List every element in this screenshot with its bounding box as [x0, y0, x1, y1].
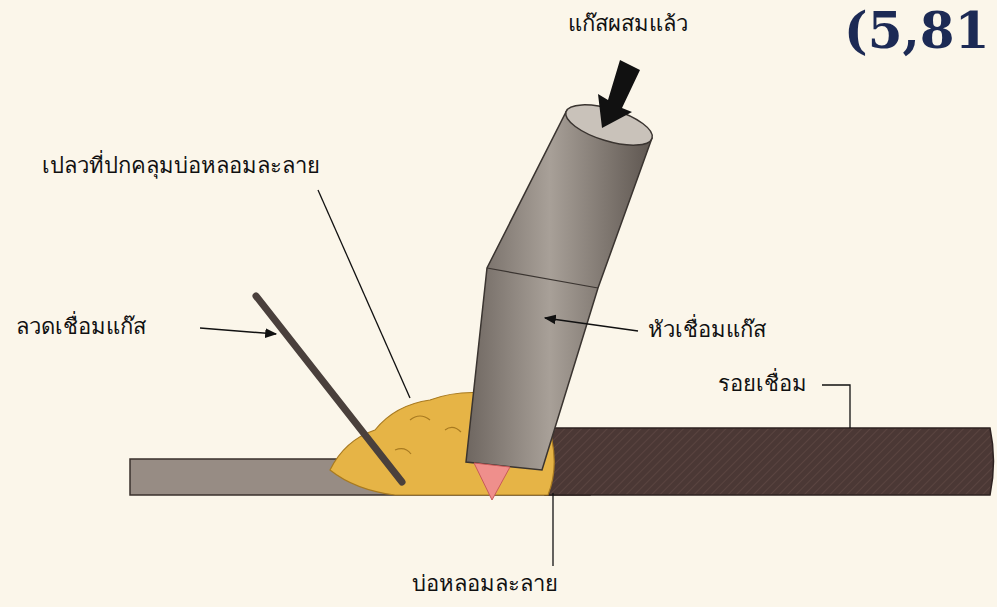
pool-label: บ่อหลอมละลาย	[410, 570, 560, 598]
torch-label: หัวเชื่อมแก๊ส	[646, 316, 768, 344]
pool-leader	[552, 493, 553, 566]
rod-label: ลวดเชื่อมแก๊ส	[14, 313, 148, 341]
flame-cone	[474, 463, 510, 500]
gas-label: แก๊สผสมแล้ว	[566, 10, 690, 38]
gas-arrow	[598, 60, 640, 128]
weld-label: รอยเชื่อม	[716, 370, 809, 398]
flame-leader	[318, 190, 410, 398]
torch-arrow	[545, 318, 638, 331]
weld-bead	[545, 428, 994, 495]
filler-rod	[256, 296, 402, 482]
torch-body	[466, 112, 652, 470]
rod-arrow	[200, 328, 276, 334]
page-number: (5,81	[842, 0, 991, 63]
flame-label: เปลวที่ปกคลุมบ่อหลอมละลาย	[40, 152, 322, 180]
weld-leader	[822, 385, 850, 428]
torch-taper-line	[487, 268, 598, 288]
